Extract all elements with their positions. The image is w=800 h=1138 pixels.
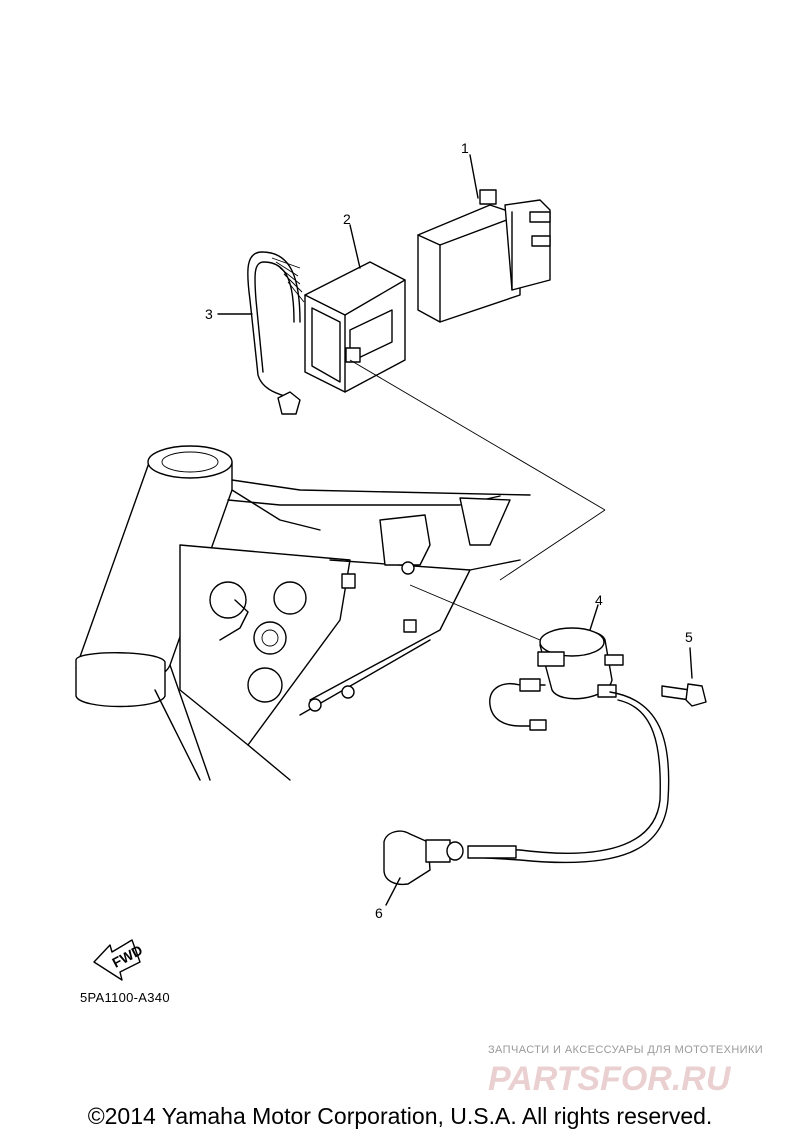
diagram-part-code: 5PA1100-A340 <box>80 990 170 1005</box>
copyright-notice: ©2014 Yamaha Motor Corporation, U.S.A. A… <box>87 1103 713 1129</box>
cdi-unit <box>417 154 551 323</box>
callout-6: 6 <box>375 905 383 921</box>
watermark-tagline: ЗАПЧАСТИ И АКСЕССУАРЫ ДЛЯ МОТОТЕХНИКИ <box>488 1044 764 1056</box>
callout-5: 5 <box>685 629 693 645</box>
high-tension-cord <box>467 691 670 864</box>
leader-lines <box>349 359 606 641</box>
motorcycle-frame <box>75 445 531 781</box>
callout-3: 3 <box>205 306 213 322</box>
ignition-coil <box>489 604 624 731</box>
fwd-direction-arrow: FWD <box>93 939 145 981</box>
watermark-logo: PARTSFOR.RU <box>488 1060 732 1098</box>
spark-plug-cap <box>383 830 464 906</box>
callout-2: 2 <box>343 211 351 227</box>
callout-1: 1 <box>461 140 469 156</box>
callout-4: 4 <box>595 592 603 608</box>
bolt <box>661 647 707 707</box>
svg-text:PARTSFOR.RU: PARTSFOR.RU <box>488 1060 732 1098</box>
rubber-band <box>217 251 305 415</box>
cdi-rubber-cover <box>304 224 406 393</box>
